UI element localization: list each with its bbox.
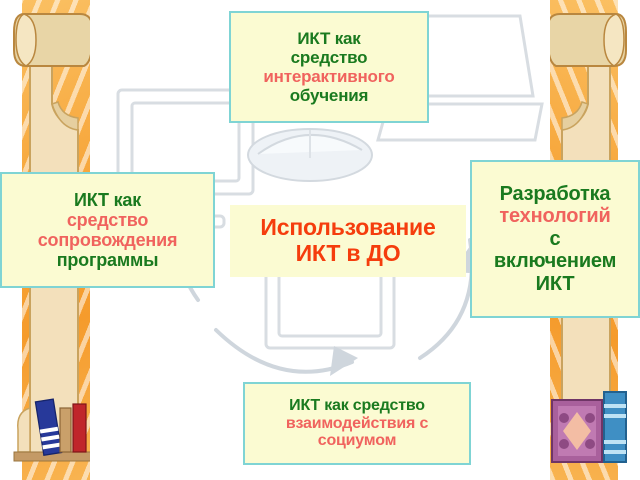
callout-right-line3: с — [549, 227, 561, 250]
callout-right-line2: технологий — [499, 205, 611, 228]
callout-top-line2: средство — [290, 47, 368, 67]
callout-center-line1: Использование — [260, 214, 436, 241]
callout-right-line4: включением — [493, 250, 617, 273]
callout-technology-development[interactable]: Разработка технологий с включением ИКТ — [470, 160, 640, 318]
callout-bottom-line3: социумом — [317, 432, 397, 450]
callout-left-line2: средство — [66, 209, 149, 230]
callout-left-line4: программы — [56, 250, 159, 271]
callout-left-line3: сопровождения — [37, 230, 178, 250]
callout-top-line4: обучения — [289, 86, 369, 106]
callout-top-line1: ИКТ как — [297, 28, 361, 48]
callout-left-line1: ИКТ как — [74, 189, 141, 210]
books-stack-right-icon — [551, 391, 627, 463]
callout-bottom-line2: взаимодействия с — [285, 414, 429, 432]
callout-right-line1: Разработка — [499, 183, 611, 206]
callout-center-title[interactable]: Использование ИКТ в ДО — [230, 205, 466, 277]
callout-center-line2: ИКТ в ДО — [295, 240, 401, 266]
callout-bottom-line1: ИКТ как средство — [289, 396, 425, 414]
callout-top-line3: интерактивного — [263, 67, 395, 86]
callout-interactive-learning[interactable]: ИКТ как средство интерактивного обучения — [229, 11, 429, 123]
callout-program-support[interactable]: ИКТ как средство сопровождения программы — [0, 172, 215, 288]
books-stack-left-icon — [13, 398, 90, 462]
callout-society-interaction[interactable]: ИКТ как средство взаимодействия с социум… — [243, 382, 471, 465]
callout-right-line5: ИКТ — [535, 272, 575, 295]
